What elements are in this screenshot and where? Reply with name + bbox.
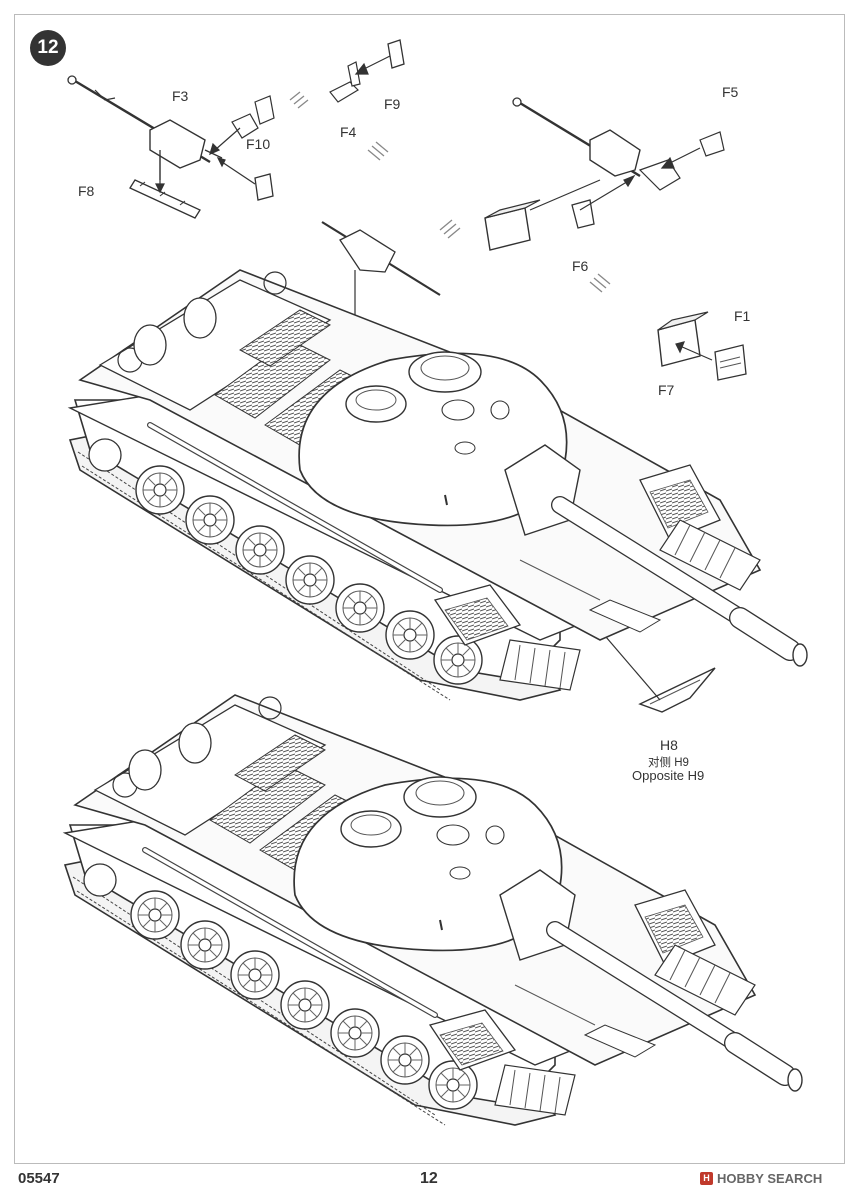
part-f7: [657, 311, 709, 367]
label-f5: F5: [722, 84, 739, 100]
part-f9: [387, 39, 405, 69]
label-f10: F10: [246, 136, 271, 152]
label-f9: F9: [384, 96, 401, 112]
part-mount-center: [321, 221, 441, 296]
page-frame: [14, 14, 845, 1164]
brand-logo-icon: H: [700, 1172, 713, 1185]
page-number: 12: [420, 1170, 438, 1187]
label-h8-note-cn: 对侧 H9: [648, 757, 689, 769]
part-f6: [571, 199, 595, 229]
part-f1: [714, 344, 747, 381]
watermark: H HOBBY SEARCH: [700, 1171, 822, 1186]
label-f8: F8: [78, 183, 95, 199]
brand-text: HOBBY SEARCH: [717, 1171, 823, 1186]
label-f3: F3: [172, 88, 189, 104]
part-f3-machinegun: [67, 75, 223, 180]
assembly-arrows: [155, 55, 713, 701]
product-code: 05547: [18, 1170, 60, 1187]
label-f4: F4: [340, 124, 357, 140]
label-f1: F1: [734, 308, 751, 324]
part-f5-machinegun: [512, 97, 725, 191]
label-f7: F7: [658, 382, 675, 398]
label-h8-note-en: Opposite H9: [632, 768, 705, 783]
part-box: [484, 199, 541, 251]
motion-marks: [289, 91, 611, 293]
tank-illustration-bottom: [65, 695, 802, 1125]
part-h8: [638, 667, 716, 713]
step-number-badge: 12: [30, 30, 66, 66]
part-f4: [329, 61, 361, 103]
part-f10: [254, 173, 274, 201]
part-f8-mount: [129, 179, 201, 219]
part-f3-ring: [231, 95, 275, 139]
label-f6: F6: [572, 258, 589, 274]
label-h8: H8: [660, 737, 678, 753]
